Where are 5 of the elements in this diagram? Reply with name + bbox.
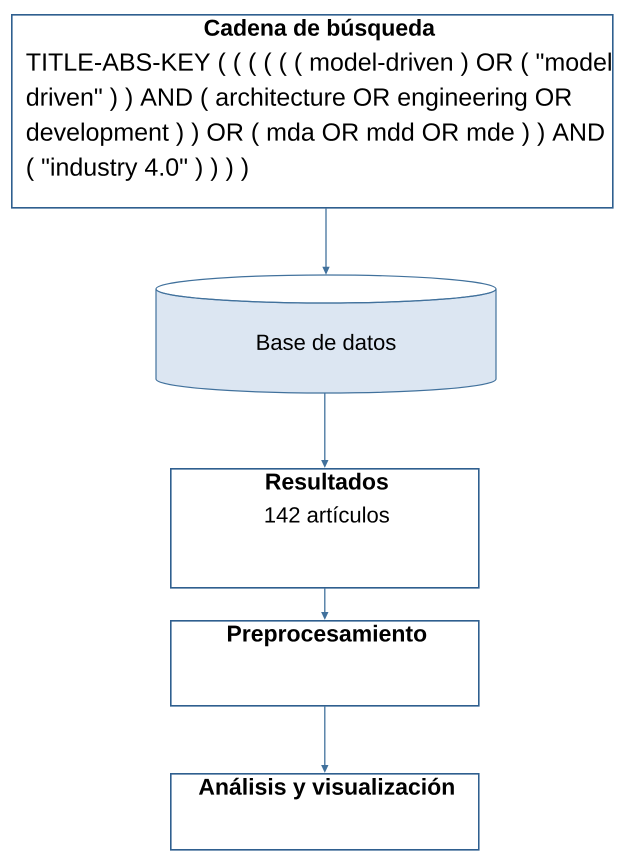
process-box: Preprocesamiento [170, 620, 480, 707]
database-cylinder: Base de datos [155, 274, 497, 394]
process-box: Resultados 142 artículos [170, 468, 480, 589]
process-box: Cadena de búsqueda TITLE-ABS-KEY ( ( ( ( ( ( model-driven ) OR ( "model driven" ) ) AND ( architecture OR engineering OR development ) ) OR ( mda OR mdd OR mde ) ) AND ( "industry 4.0" ) ) ) ) [11, 14, 614, 209]
process-box: Análisis y visualización [170, 773, 480, 851]
